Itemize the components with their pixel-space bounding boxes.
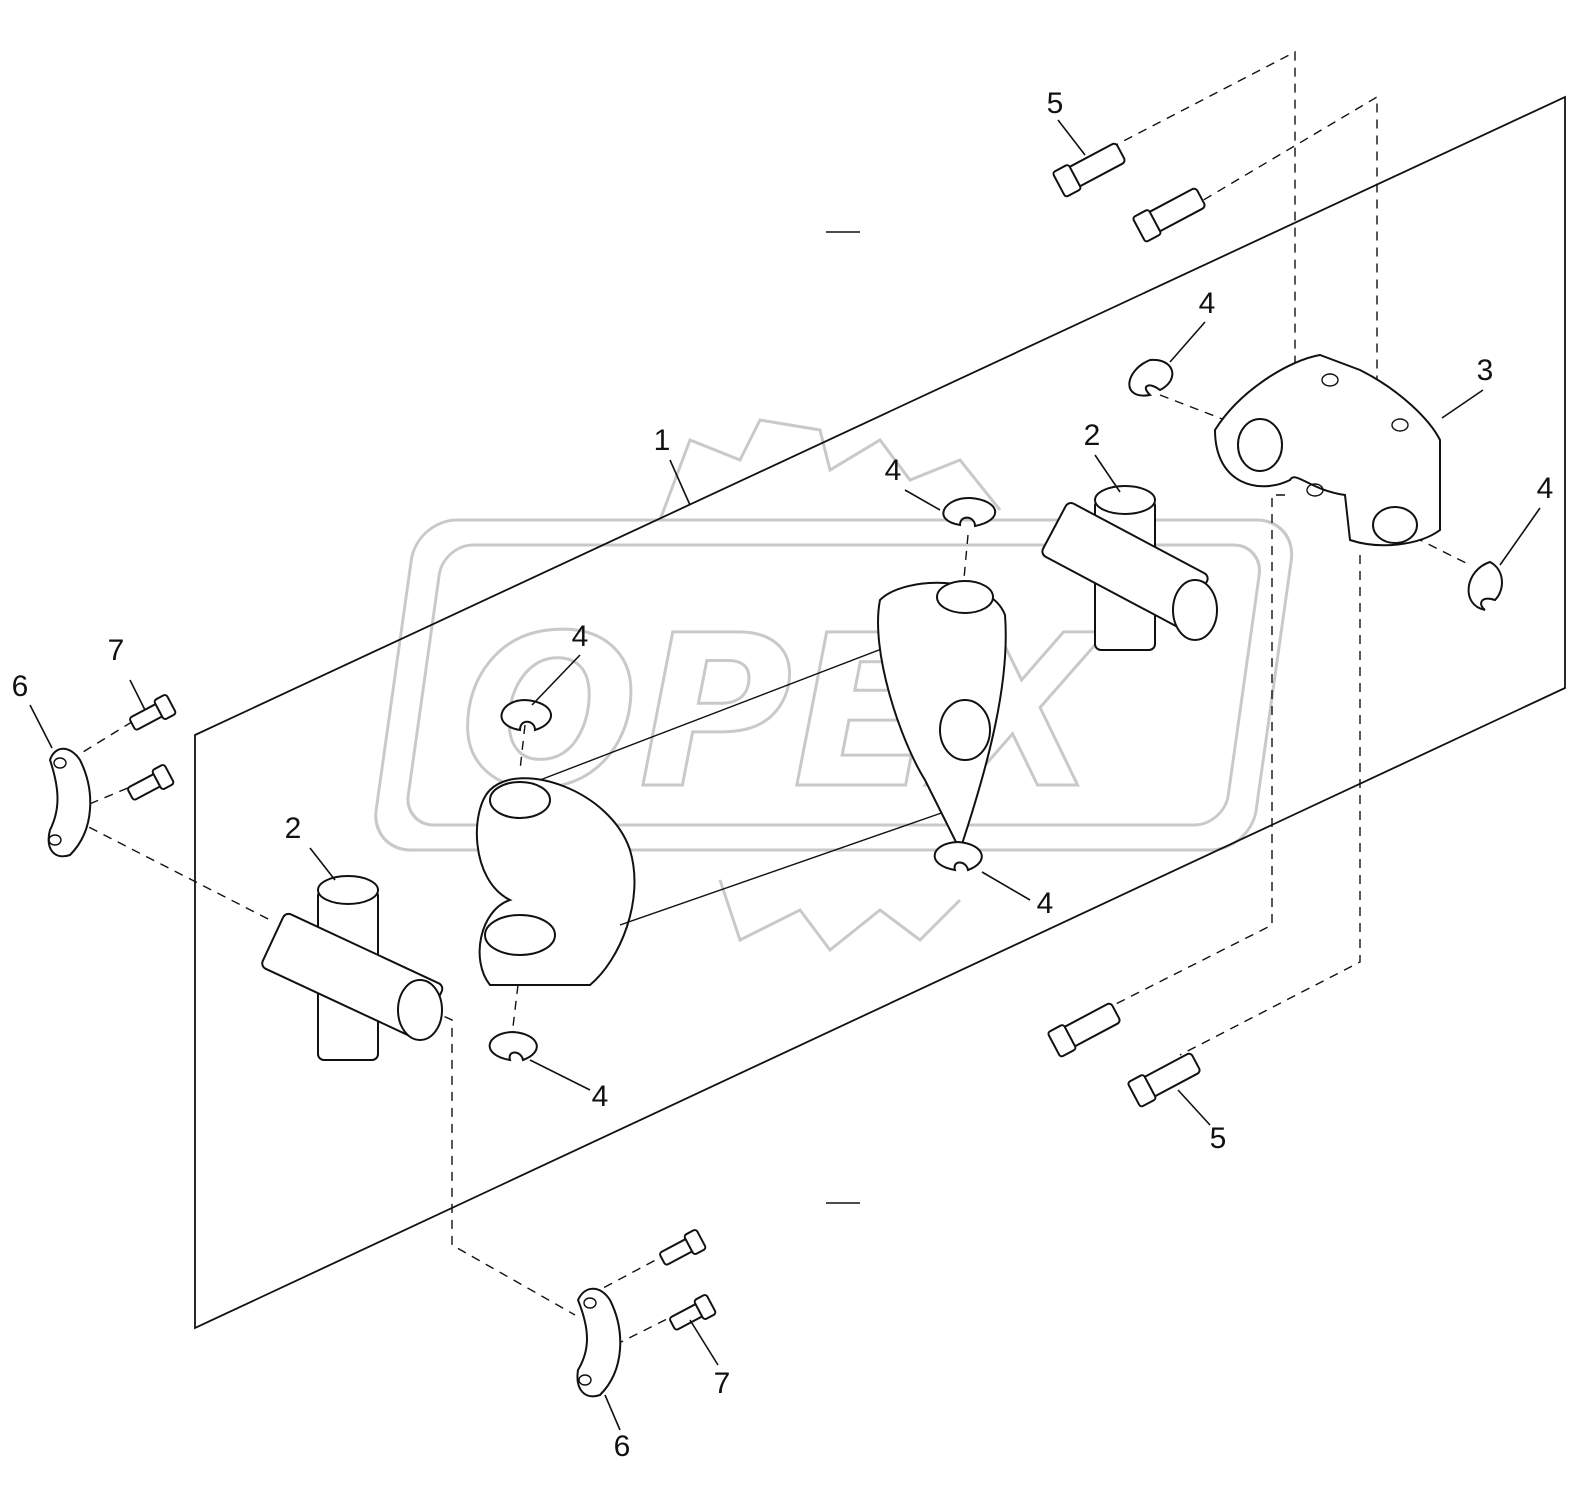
assembly-plane-outline — [194, 95, 1566, 1330]
callout-4-center-bottom: 4 — [1037, 887, 1054, 920]
callout-4-ring-top-right: 4 — [1199, 287, 1216, 320]
callout-4-left-top: 4 — [572, 620, 589, 653]
universal-joint-cross-left — [261, 875, 444, 1061]
callout-2-left: 2 — [285, 812, 302, 845]
callout-leaders — [29, 119, 1541, 1431]
callout-5-top: 5 — [1047, 87, 1064, 120]
callout-3-yoke: 3 — [1477, 354, 1494, 387]
callout-6-left: 6 — [12, 670, 29, 703]
callout-7-bottom: 7 — [714, 1367, 731, 1400]
callout-7-left: 7 — [108, 634, 125, 667]
bolts-part-7 — [127, 694, 717, 1331]
callout-4-center-top: 4 — [885, 454, 902, 487]
callout-4-right: 4 — [1537, 472, 1554, 505]
callout-5-bottom: 5 — [1210, 1122, 1227, 1155]
bearing-straps-part-6 — [47, 747, 622, 1398]
callout-labels: 5 4 3 1 4 2 4 7 6 4 2 4 4 5 7 6 — [12, 87, 1554, 1463]
shaft-yoke-part-1 — [475, 580, 1007, 986]
callout-4-left-bottom: 4 — [592, 1080, 609, 1113]
universal-joint-cross-right — [1041, 485, 1218, 651]
callout-2-right: 2 — [1084, 419, 1101, 452]
callout-6-bottom: 6 — [614, 1430, 631, 1463]
flange-yoke-part-3 — [1213, 353, 1441, 547]
bolts-part-5 — [1047, 142, 1206, 1108]
snap-rings-part-4 — [488, 358, 1503, 1062]
callout-1-shaft: 1 — [654, 424, 671, 457]
